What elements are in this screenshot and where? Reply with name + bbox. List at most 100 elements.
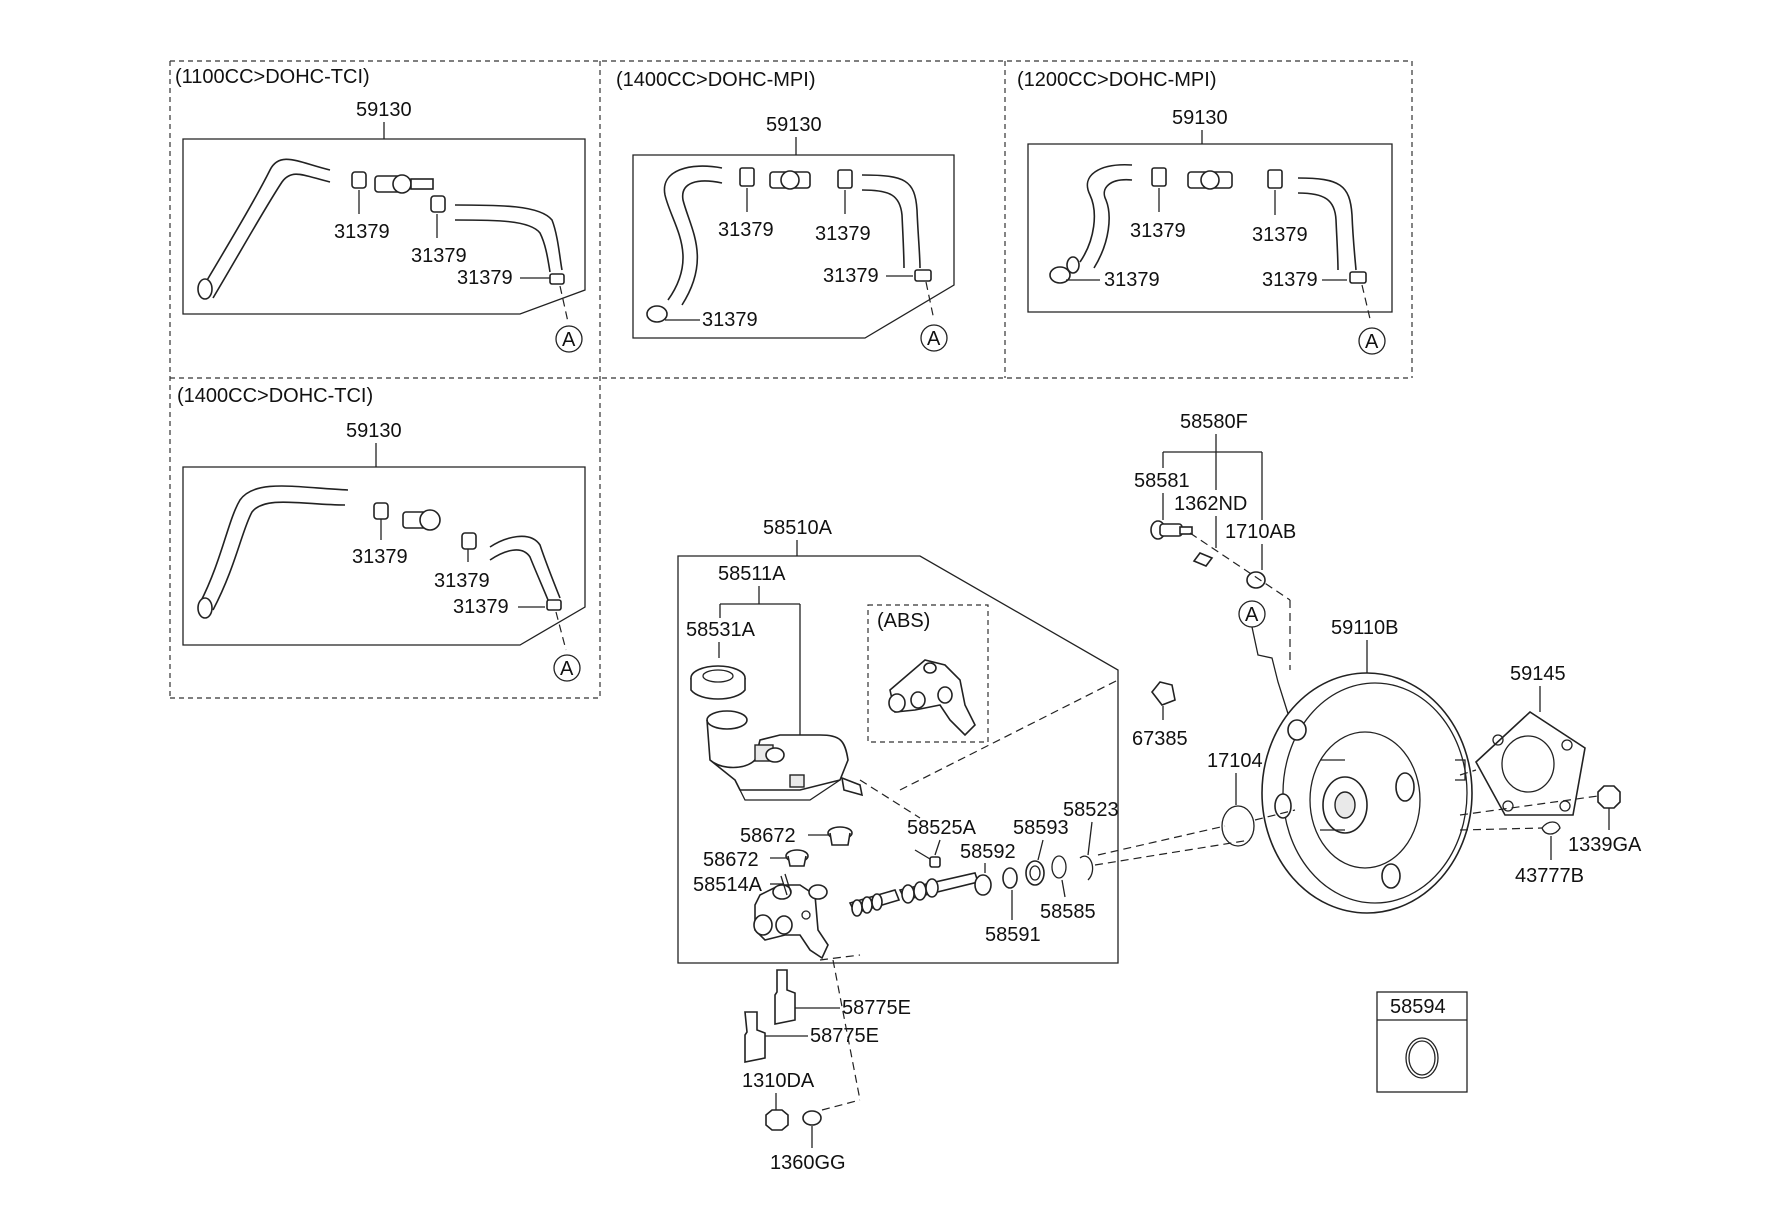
nut-icon: [765, 1109, 789, 1131]
part-label: 58585: [1040, 901, 1096, 923]
vacuum-fitting-icon: [1150, 520, 1193, 540]
gasket-icon: [1474, 710, 1586, 816]
assembly-label: 59130: [1172, 107, 1228, 129]
assembly-label: 58510A: [763, 517, 833, 539]
check-valve-icon: [374, 174, 434, 194]
master-cylinder-body-icon: [753, 884, 829, 960]
panel-frame: [1027, 143, 1393, 313]
seal-ring-icon: [1002, 867, 1018, 889]
o-ring-icon: [1051, 855, 1067, 879]
ref-marker: A: [560, 658, 574, 680]
panel-title: (1400CC>DOHC-MPI): [616, 69, 815, 91]
part-label: 58523: [1063, 799, 1119, 821]
check-valve-icon: [769, 170, 811, 190]
panel-frame: [632, 154, 955, 339]
abs-master-cylinder-icon: [888, 659, 976, 737]
vacuum-hose-icon: [663, 165, 921, 306]
clip-label: 31379: [823, 265, 879, 287]
clip-label: 31379: [1262, 269, 1318, 291]
washer-icon: [802, 1110, 822, 1126]
group-frame: [677, 555, 1119, 964]
booster-label: 59110B: [1331, 617, 1398, 639]
grommet-icon: [785, 826, 853, 867]
master-cylinder-group: 58510A 58511A 58531A (ABS): [677, 517, 1251, 964]
ref-marker: A: [1245, 604, 1259, 626]
part-label: 58775E: [842, 997, 911, 1019]
tube-nut-icon: [744, 969, 796, 1063]
part-label: 59145: [1510, 663, 1566, 685]
hose-clip-icon: [373, 502, 562, 611]
ref-marker: A: [1365, 331, 1379, 353]
part-label: 17104: [1207, 750, 1263, 772]
panel-title: (1100CC>DOHC-TCI): [175, 66, 370, 88]
panel-1200cc-dohc-mpi: (1200CC>DOHC-MPI) 59130 31379 31379 3137…: [1017, 69, 1393, 355]
ref-marker-circle: [1358, 327, 1386, 355]
snap-ring-icon: [1079, 855, 1094, 881]
fittings-group: 58775E 58775E 1310DA 1360GG: [742, 959, 911, 1174]
clip-icon: [1192, 552, 1214, 567]
clip-label: 31379: [352, 546, 408, 568]
secondary-piston-icon: [898, 872, 980, 904]
assembly-label: 59130: [356, 99, 412, 121]
check-valve-icon: [1187, 170, 1233, 190]
reservoir-cap-icon: [690, 665, 746, 700]
hose-panels-frame: [169, 60, 1413, 699]
part-label: 67385: [1132, 728, 1188, 750]
ref-marker-circle: [920, 324, 948, 352]
hose-clip-icon: [1049, 167, 1367, 284]
nut-icon: [1597, 785, 1621, 809]
clip-label: 31379: [434, 570, 490, 592]
part-label: 43777B: [1515, 865, 1584, 887]
o-ring-icon: [1221, 805, 1255, 847]
part-label: 58514A: [693, 874, 763, 896]
ref-marker: A: [927, 328, 941, 350]
check-valve-icon: [402, 509, 441, 531]
panel-frame: [182, 138, 586, 315]
clevis-pin-icon: [1541, 821, 1561, 835]
part-label: 58672: [703, 849, 759, 871]
panel-1100cc-dohc-tci: (1100CC>DOHC-TCI) 59130 31379 31379 3137…: [175, 66, 586, 353]
part-label: 58591: [985, 924, 1041, 946]
grommet-ring-icon: [1246, 571, 1266, 589]
fluid-reservoir-icon: [706, 710, 864, 801]
clip-label: 31379: [702, 309, 758, 331]
clip-label: 31379: [453, 596, 509, 618]
vacuum-hose-icon: [197, 158, 563, 300]
panel-title: (1200CC>DOHC-MPI): [1017, 69, 1216, 91]
kit-box-58594: 58594: [1376, 991, 1468, 1093]
hose-clip-icon: [646, 167, 932, 323]
cup-seal-inner-icon: [1029, 865, 1041, 881]
clip-label: 31379: [1130, 220, 1186, 242]
hose-clip-icon: [351, 171, 565, 285]
primary-piston-icon: [848, 889, 901, 917]
panel-1400cc-dohc-tci: (1400CC>DOHC-TCI) 59130 31379 31379 3137…: [177, 385, 586, 682]
booster-group: 58580F 58581 1362ND 1710AB A 59110B: [1097, 411, 1642, 914]
reservoir-label: 58511A: [718, 563, 786, 585]
clip-label: 31379: [1252, 224, 1308, 246]
part-label: 58581: [1134, 470, 1190, 492]
assembly-label: 59130: [766, 114, 822, 136]
cap-label: 58531A: [686, 619, 756, 641]
ref-marker-circle: [555, 325, 583, 353]
part-label: 58672: [740, 825, 796, 847]
assembly-label: 59130: [346, 420, 402, 442]
clip-label: 31379: [815, 223, 871, 245]
part-label: 1360GG: [770, 1152, 846, 1174]
panel-title: (1400CC>DOHC-TCI): [177, 385, 373, 407]
clip-label: 31379: [334, 221, 390, 243]
part-label: 1339GA: [1568, 834, 1642, 856]
plug-67385: 67385: [1132, 681, 1188, 750]
ref-marker: A: [562, 329, 576, 351]
fitting-group-label: 58580F: [1180, 411, 1248, 433]
brake-booster-icon: [1261, 672, 1473, 914]
ref-marker-circle: [553, 654, 581, 682]
kit-part-label: 58594: [1390, 996, 1446, 1018]
seal-ring-icon: [1405, 1037, 1439, 1079]
clip-label: 31379: [718, 219, 774, 241]
panel-1400cc-dohc-mpi: (1400CC>DOHC-MPI) 59130 31379 31379 3137…: [616, 69, 955, 352]
abs-inset-frame: [867, 604, 989, 743]
vacuum-hose-icon: [197, 485, 561, 619]
cup-seal-icon: [1025, 860, 1045, 886]
pin-icon: [780, 873, 792, 896]
